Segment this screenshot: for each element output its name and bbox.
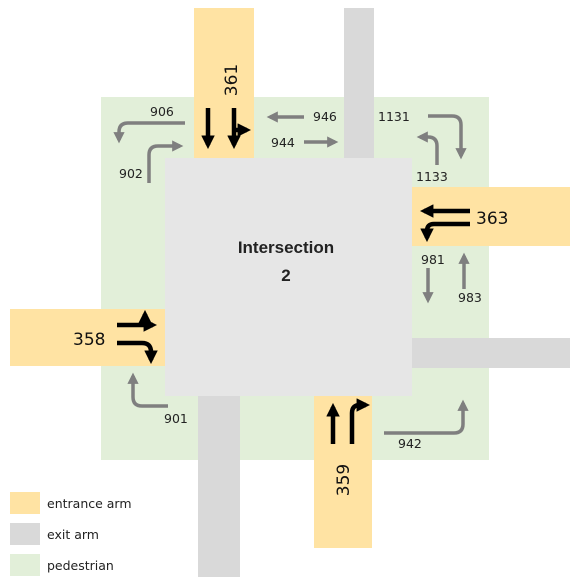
west-arm-arrows [117, 309, 158, 365]
south-arm-id: 359 [334, 464, 354, 496]
east-arm-arrows [419, 204, 470, 243]
legend-swatch-exit [10, 523, 40, 545]
entrance-arm-south [314, 396, 372, 548]
ped-label-902: 902 [119, 166, 143, 181]
ped-label-1131: 1131 [378, 109, 410, 124]
exit-arm-south [198, 396, 240, 577]
ped-label-906: 906 [150, 104, 174, 119]
entrance-arm-east [412, 187, 570, 246]
legend-swatch-entrance [10, 492, 40, 514]
north-arm-id: 361 [222, 64, 242, 96]
ped-label-946: 946 [313, 109, 337, 124]
south-arm-arrows [326, 398, 371, 444]
exit-arm-east [412, 338, 570, 368]
legend: entrance arm exit arm pedestrian [10, 492, 132, 576]
intersection-number: 2 [281, 266, 290, 285]
exit-arm-north [344, 8, 374, 158]
legend-label-pedestrian: pedestrian [47, 558, 114, 573]
intersection-title: Intersection [238, 238, 334, 257]
legend-label-exit: exit arm [47, 527, 99, 542]
ped-label-901: 901 [164, 411, 188, 426]
ped-label-1133: 1133 [416, 169, 448, 184]
ped-label-944: 944 [271, 135, 295, 150]
legend-swatch-pedestrian [10, 554, 40, 576]
north-arm-arrows [201, 108, 252, 150]
intersection-box [165, 158, 412, 396]
ped-label-983: 983 [458, 290, 482, 305]
west-arm-id: 358 [73, 330, 105, 350]
legend-label-entrance: entrance arm [47, 496, 132, 511]
ped-label-942: 942 [398, 436, 422, 451]
east-arm-id: 363 [476, 209, 508, 229]
pedestrian-arrows [113, 111, 470, 435]
ped-label-981: 981 [421, 252, 445, 267]
